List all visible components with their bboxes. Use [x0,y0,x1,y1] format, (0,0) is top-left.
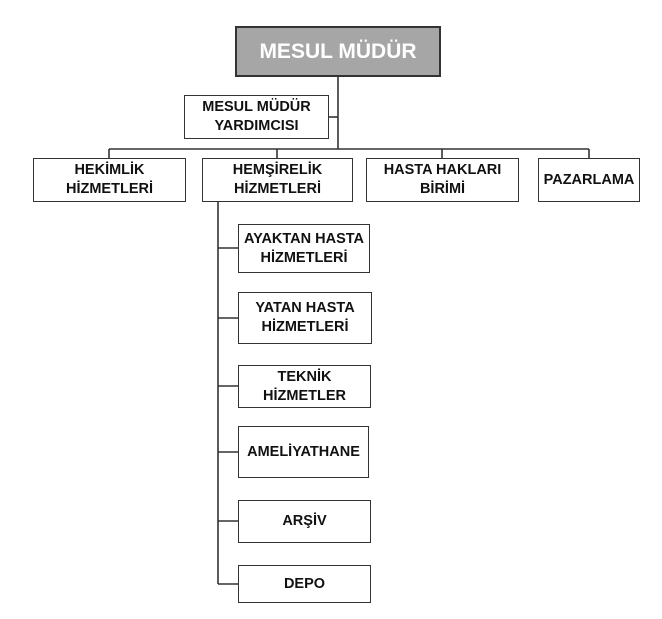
node-mesul-mudur: MESUL MÜDÜR [235,26,441,77]
node-ameliyathane: AMELİYATHANE [238,426,369,478]
node-teknik-hizmetler: TEKNİK HİZMETLER [238,365,371,408]
node-hemsirelik-hizmetleri: HEMŞİRELİK HİZMETLERİ [202,158,353,202]
node-pazarlama: PAZARLAMA [538,158,640,202]
node-depo: DEPO [238,565,371,603]
node-mesul-mudur-yardimcisi: MESUL MÜDÜR YARDIMCISI [184,95,329,139]
node-arsiv: ARŞİV [238,500,371,543]
node-yatan-hasta-hizmetleri: YATAN HASTA HİZMETLERİ [238,292,372,344]
node-ayaktan-hasta-hizmetleri: AYAKTAN HASTA HİZMETLERİ [238,224,370,273]
node-hasta-haklari-birimi: HASTA HAKLARI BİRİMİ [366,158,519,202]
node-hekimlik-hizmetleri: HEKİMLİK HİZMETLERİ [33,158,186,202]
